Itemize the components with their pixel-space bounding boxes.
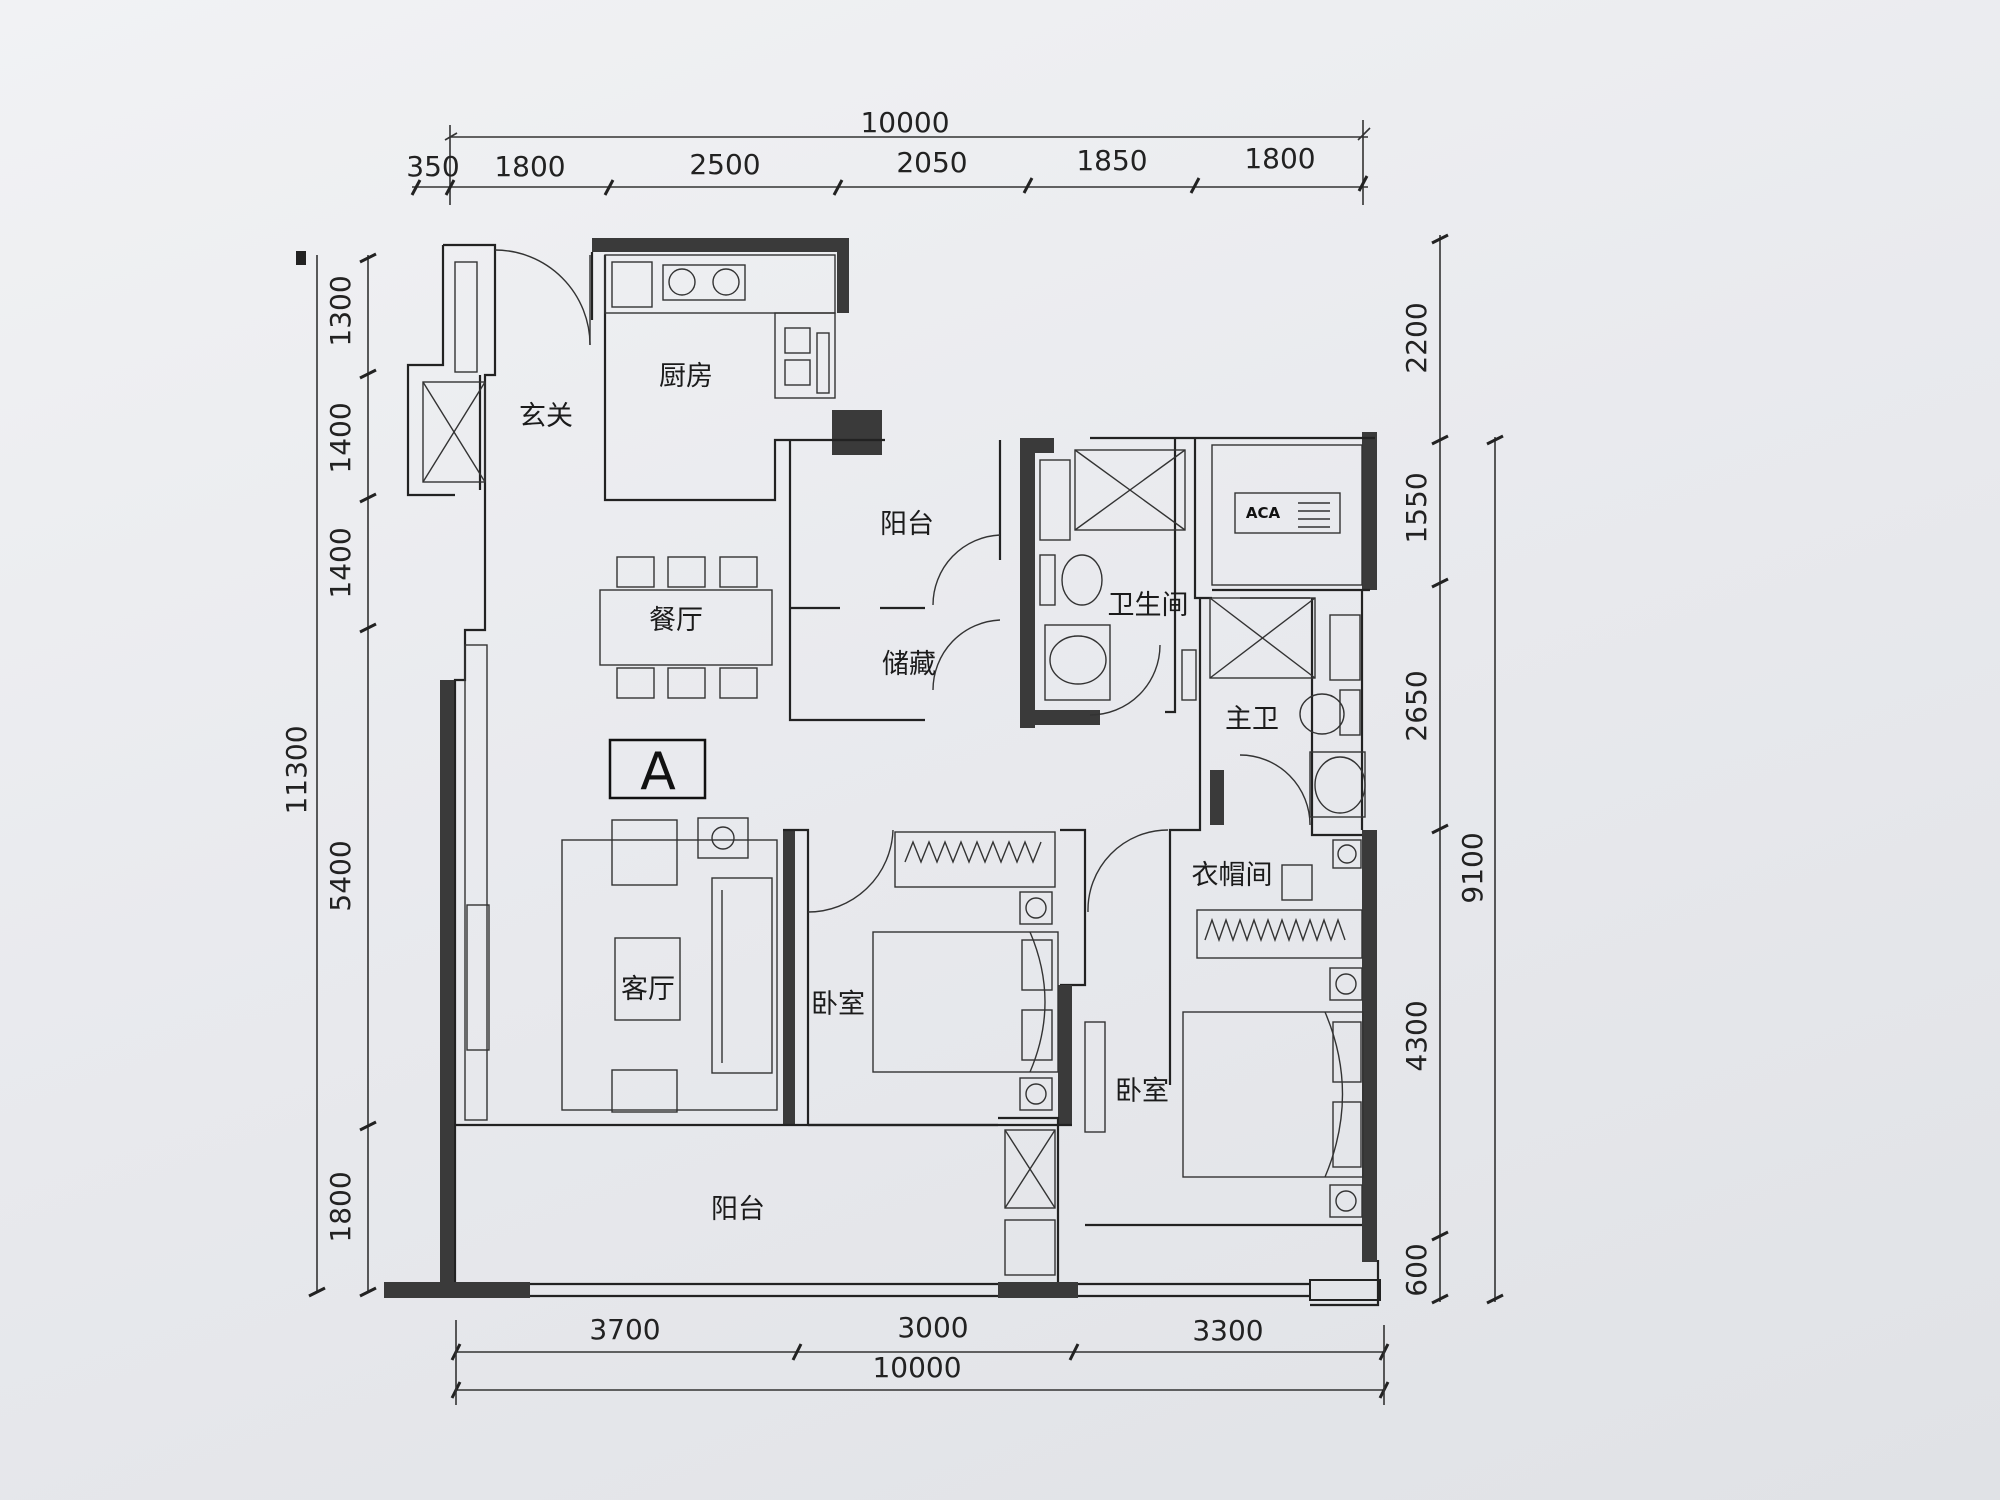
room-kitchen: 厨房	[659, 361, 713, 392]
dim-top-1: 350	[406, 150, 459, 183]
room-master-bath: 主卫	[1225, 704, 1279, 735]
dim-top-4: 2050	[896, 146, 967, 179]
room-bedroom-master: 卧室	[1115, 1076, 1169, 1107]
right-dimensions: 2200 1550 2650 4300 600 9100	[1400, 233, 1504, 1305]
room-dining: 餐厅	[649, 605, 703, 636]
bottom-dimensions: 3700 3000 3300 10000	[450, 1311, 1390, 1405]
appliance-label: ACA	[1246, 504, 1281, 522]
dim-left-1: 1300	[324, 275, 357, 346]
dim-right-total: 9100	[1456, 832, 1489, 903]
walls	[384, 238, 1381, 1307]
dim-bottom-total: 10000	[872, 1351, 961, 1384]
dim-top-3: 2500	[689, 148, 760, 181]
top-dimensions: 10000 350 1800 2500 2050 1850 1800	[406, 106, 1371, 205]
dim-left-5: 1800	[324, 1171, 357, 1242]
room-bathroom: 卫生间	[1108, 590, 1189, 621]
room-balcony-north: 阳台	[880, 509, 934, 540]
dim-right-3: 2650	[1400, 670, 1433, 741]
dim-top-5: 1850	[1076, 144, 1147, 177]
dim-bottom-1: 3700	[589, 1313, 660, 1346]
unit-mark: A	[640, 742, 676, 802]
dim-right-2: 1550	[1400, 472, 1433, 543]
dim-right-1: 2200	[1400, 302, 1433, 373]
dim-left-2: 1400	[324, 402, 357, 473]
dim-top-2: 1800	[494, 150, 565, 183]
dim-right-4: 4300	[1400, 1000, 1433, 1071]
room-cloakroom: 衣帽间	[1192, 860, 1273, 891]
room-entrance: 玄关	[519, 401, 573, 432]
unit-mark-box	[608, 738, 707, 800]
dim-left-total: 11300	[280, 725, 313, 814]
room-living: 客厅	[621, 974, 675, 1005]
room-storage: 储藏	[882, 649, 936, 680]
fixtures	[422, 254, 1366, 1276]
room-bedroom-2: 卧室	[811, 989, 865, 1020]
room-balcony-south: 阳台	[711, 1194, 765, 1225]
left-dimensions: 1300 1400 1400 5400 1800 11300	[280, 251, 377, 1298]
dim-left-3: 1400	[324, 527, 357, 598]
dim-top-total: 10000	[860, 106, 949, 139]
dim-right-5: 600	[1400, 1243, 1433, 1296]
dim-left-4: 5400	[324, 840, 357, 911]
room-labels: 玄关 厨房 阳台 餐厅 储藏 卫生间 主卫 衣帽间 客厅 卧室 卧室 阳台	[519, 361, 1279, 1225]
dim-bottom-3: 3300	[1192, 1314, 1263, 1347]
dim-bottom-2: 3000	[897, 1311, 968, 1344]
dim-top-6: 1800	[1244, 142, 1315, 175]
